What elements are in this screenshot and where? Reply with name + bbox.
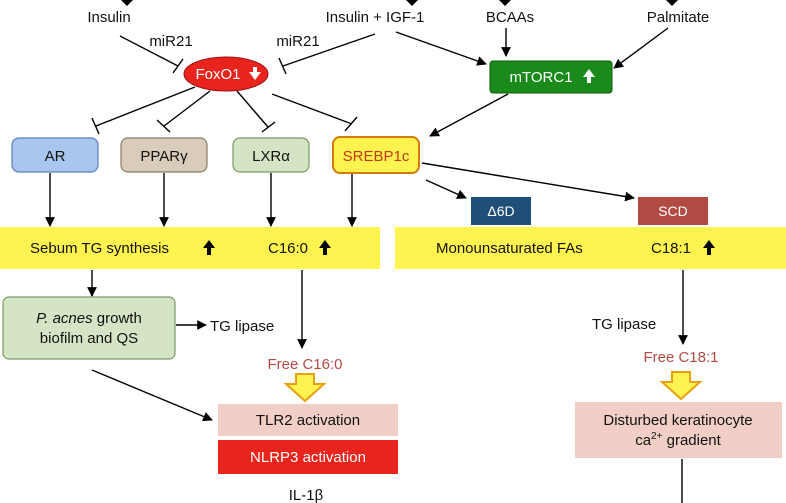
tlr2-label: TLR2 activation [256,412,360,429]
c18-label: C18:1 [651,240,691,257]
scd-label: SCD [658,203,688,219]
nlrp3-node: NLRP3 activation [218,440,398,474]
bcaas-label: BCAAs [486,9,534,26]
free-c16-label: Free C16:0 [267,356,342,373]
up-arrow-icon [703,240,715,255]
ca-text: ca [635,432,652,449]
nlrp3-label: NLRP3 activation [250,449,366,466]
pacnes-italic: P. acnes [36,310,93,327]
pacnes-line2: biofilm and QS [40,330,138,347]
activate-mtorc1-edges [395,27,669,69]
right-yellow-band: Monounsaturated FAs C18:1 [395,227,786,269]
foxo1-label: FoxO1 [195,66,240,83]
tlr2-node: TLR2 activation [218,404,398,436]
foxo1-inhibit-targets [91,86,358,135]
insulin-label: Insulin [87,9,130,26]
keratinocyte-line2: ca2+ gradient [635,431,721,449]
block-arrow-icon [283,373,327,403]
mir21-right-label: miR21 [276,33,319,50]
keratinocyte-node: Disturbed keratinocyte ca2+ gradient [575,402,782,458]
ar-label: AR [45,148,66,165]
srebp1c-node: SREBP1c [332,136,420,174]
top-incoming-arrows [121,0,678,6]
ar-node: AR [11,137,99,173]
d6d-node: Δ6D [471,197,531,225]
target-band-edges [45,173,357,227]
up-arrow-icon [203,240,215,255]
ppar-label: PPARγ [140,148,188,165]
ppar-node: PPARγ [120,137,208,173]
mir21-left-label: miR21 [149,33,192,50]
srebp1c-label: SREBP1c [343,148,410,165]
c16-label: C16:0 [268,240,308,257]
tg-lipase-left: TG lipase [210,318,274,335]
left-yellow-band: Sebum TG synthesis C16:0 [0,227,380,269]
inhibit-foxo1-edges [119,33,376,75]
sebum-tg-label: Sebum TG synthesis [30,240,169,257]
keratinocyte-line1: Disturbed keratinocyte [603,412,752,429]
up-arrow-icon [583,69,595,83]
foxo1-node: FoxO1 [183,56,269,92]
ca-superscript: 2+ [651,431,663,442]
palmitate-label: Palmitate [647,9,710,26]
lxr-label: LXRα [252,148,290,165]
il1b-label: IL-1β [289,487,324,503]
tg-lipase-right: TG lipase [592,316,656,333]
d6d-label: Δ6D [487,203,514,219]
down-arrow-icon [249,67,261,80]
mufa-label: Monounsaturated FAs [436,240,583,257]
mtorc1-srebp-edge [429,93,509,137]
gradient-text: gradient [662,432,721,449]
lxr-node: LXRα [232,137,310,173]
srebp-enzyme-edges [421,162,635,202]
band-down-edges [87,270,688,422]
block-arrow-icon [659,371,703,401]
scd-node: SCD [638,197,708,225]
mtorc1-node: mTORC1 [489,60,613,94]
pacnes-growth: growth [93,310,142,327]
pacnes-line1: P. acnes growth [36,310,142,327]
up-arrow-icon [319,240,331,255]
insulin-igf1-label: Insulin + IGF-1 [326,9,425,26]
mtorc1-label: mTORC1 [509,69,572,86]
free-c18-label: Free C18:1 [643,349,718,366]
pacnes-node: P. acnes growth biofilm and QS [2,296,176,360]
